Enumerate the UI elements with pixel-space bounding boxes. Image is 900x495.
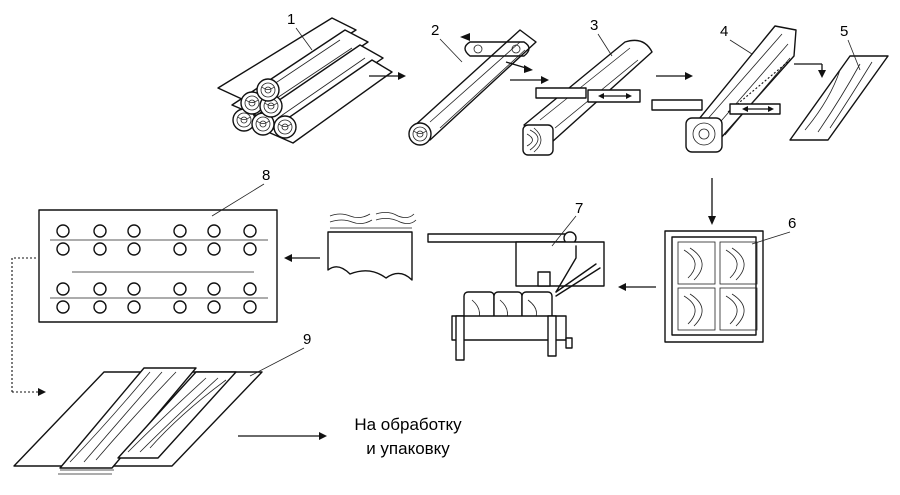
arrow-2-3 xyxy=(510,76,549,84)
log-stack xyxy=(217,17,393,144)
arrow-7-8 xyxy=(284,254,320,262)
arrow-4-6 xyxy=(708,178,716,225)
label-6: 6 xyxy=(788,215,796,232)
veneer-dryer xyxy=(38,209,278,323)
arrow-1-2 xyxy=(369,72,406,80)
rotary-lathe xyxy=(651,25,826,153)
arrow-to-finishing xyxy=(238,432,327,440)
steaming-chamber xyxy=(664,230,764,343)
bolt-peeling-station xyxy=(522,39,653,156)
label-7: 7 xyxy=(575,200,583,217)
arrow-8-9 xyxy=(11,257,46,396)
caption-line-2: и упаковку xyxy=(366,439,450,458)
arrow-6-7 xyxy=(618,283,656,291)
caption-line-1: На обработку xyxy=(354,415,462,434)
label-1: 1 xyxy=(287,11,295,28)
arrow-3-4 xyxy=(656,72,693,80)
slicing-machine xyxy=(427,231,605,361)
veneer-bundle xyxy=(13,367,263,475)
label-9: 9 xyxy=(303,331,311,348)
label-4: 4 xyxy=(720,23,728,40)
label-2: 2 xyxy=(431,22,439,39)
veneer-stack xyxy=(327,212,417,281)
label-3: 3 xyxy=(590,17,598,34)
label-8: 8 xyxy=(262,167,270,184)
label-5: 5 xyxy=(840,23,848,40)
log-cutting-station xyxy=(408,29,537,146)
veneer-sheet xyxy=(789,55,889,141)
